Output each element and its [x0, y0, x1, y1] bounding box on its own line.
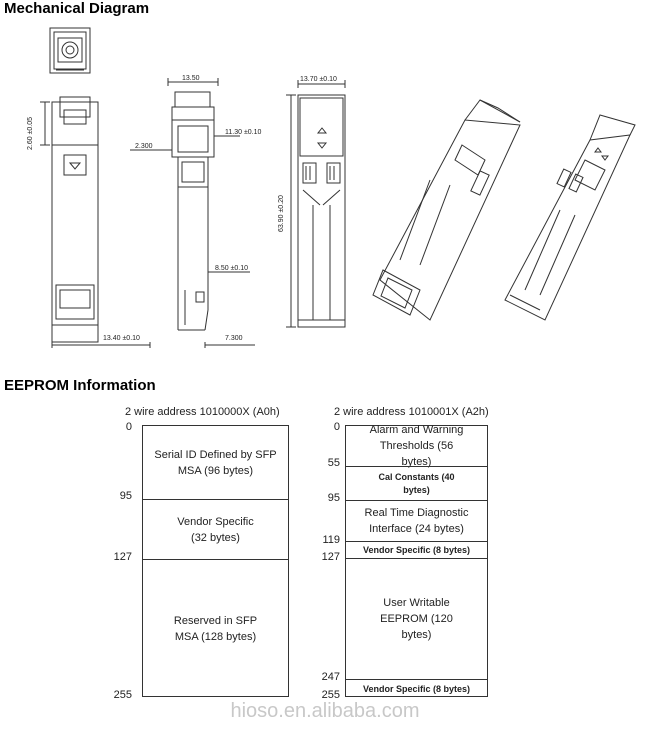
dim-length: 63.90 ±0.20: [278, 195, 285, 232]
isometric-view-left: [372, 99, 521, 321]
a2-cal-constants-cell: Cal Constants (40 bytes): [346, 466, 487, 500]
dim-right-offset-low: 8.50 ±0.10: [215, 265, 248, 272]
dim-bottom-right: 7.300: [225, 335, 243, 342]
a2-memory-map: Alarm and Warning Thresholds (56 bytes) …: [345, 424, 488, 698]
a0-reserved-cell: Reserved in SFP MSA (128 bytes): [143, 559, 288, 698]
mechanical-diagram-title: Mechanical Diagram: [4, 0, 150, 17]
side-view: 13.50 11.30 ±0.10 2.300 8.50 ±0.10 7.300: [130, 75, 262, 348]
dim-width-top: 13.50: [182, 75, 200, 82]
a2-table-caption: 2 wire address 1010001X (A2h): [334, 406, 489, 418]
a0-table-caption: 2 wire address 1010000X (A0h): [125, 406, 280, 418]
a2-address-55: 55: [327, 457, 340, 469]
a0-memory-map: Serial ID Defined by SFP MSA (96 bytes) …: [142, 425, 289, 697]
a2-user-writable-cell: User Writable EEPROM (120 bytes): [346, 558, 487, 679]
top-view: 2.60 ±0.05 13.40 ±0.10: [27, 96, 151, 348]
a0-address-0: 0: [125, 421, 132, 433]
isometric-view-right: [504, 114, 636, 321]
eeprom-information-title: EEPROM Information: [4, 377, 156, 394]
a2-address-0: 0: [333, 421, 340, 433]
mechanical-drawing: 2.60 ±0.05 13.40 ±0.10 13.50 11.30 ±0.10…: [27, 27, 636, 348]
dim-left-offset: 2.300: [135, 143, 153, 150]
a2-vendor-specific-cell-2: Vendor Specific (8 bytes): [346, 679, 487, 698]
a2-address-119: 119: [322, 534, 340, 546]
a0-address-95: 95: [119, 490, 132, 502]
watermark: hioso.en.alibaba.com: [230, 700, 420, 722]
a0-serial-id-cell: Serial ID Defined by SFP MSA (96 bytes): [154, 448, 277, 477]
dim-width-side: 13.70 ±0.10: [300, 76, 337, 83]
a2-address-247: 247: [321, 671, 340, 683]
dim-height-left: 2.60 ±0.05: [27, 117, 34, 150]
a0-address-127: 127: [113, 551, 132, 563]
a2-vendor-specific-cell-1: Vendor Specific (8 bytes): [346, 541, 487, 558]
a2-address-255: 255: [321, 689, 340, 701]
dim-right-offset-top: 11.30 ±0.10: [225, 129, 262, 136]
a0-vendor-specific-cell: Vendor Specific (32 bytes): [143, 499, 288, 559]
a2-address-95: 95: [327, 492, 340, 504]
front-view: [49, 27, 91, 74]
dim-bottom-left: 13.40 ±0.10: [103, 335, 140, 342]
a0-address-255: 255: [113, 689, 132, 701]
a2-address-127: 127: [321, 551, 340, 563]
a2-diagnostic-interface-cell: Real Time Diagnostic Interface (24 bytes…: [346, 500, 487, 541]
bottom-view: 13.70 ±0.10 63.90 ±0.20: [278, 76, 346, 328]
a2-alarm-thresholds-cell: Alarm and Warning Thresholds (56 bytes): [369, 424, 464, 468]
